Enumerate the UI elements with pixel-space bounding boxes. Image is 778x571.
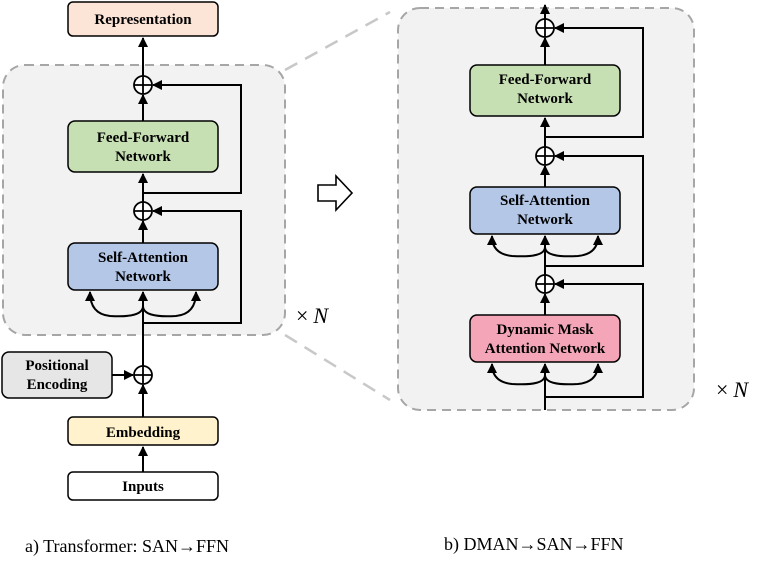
left-add-icon-input	[133, 365, 153, 385]
zoom-line-bottom	[284, 333, 391, 402]
right-san-attention-curve-left	[487, 235, 546, 258]
right-add-icon-san	[535, 146, 555, 166]
left-ffn-residual	[143, 80, 242, 194]
zoom-line-top	[284, 10, 391, 72]
left-caption: a) Transformer: SAN→FFN	[25, 536, 229, 557]
left-ffn-label-line2: Network	[115, 149, 171, 165]
left-san-label-line2: Network	[115, 269, 171, 285]
right-dman-attention-curve-left	[487, 363, 546, 386]
left-san-attention-curve-right	[142, 291, 201, 318]
left-add-icon-ffn	[133, 75, 153, 95]
right-dman-label-line2: Attention Network	[485, 341, 606, 357]
transition-arrow-icon	[317, 173, 354, 213]
left-ffn-label-line1: Feed-Forward	[97, 130, 190, 146]
inputs-label: Inputs	[122, 479, 164, 495]
embedding-label: Embedding	[106, 425, 181, 441]
right-dman-attention-curve-right	[544, 363, 603, 386]
left-san-residual	[143, 206, 242, 324]
positional-label-line1: Positional	[25, 358, 88, 374]
right-dman-label-line1: Dynamic Mask	[496, 322, 594, 338]
right-ffn-residual	[545, 23, 644, 138]
left-add-icon-san	[133, 201, 153, 221]
representation-label: Representation	[94, 12, 192, 28]
right-add-icon-dman	[535, 274, 555, 294]
left-repeat-label: ×N	[296, 303, 329, 328]
right-dman-residual	[545, 279, 644, 398]
right-ffn-label-line2: Network	[517, 91, 573, 107]
right-add-icon-ffn	[535, 18, 555, 38]
right-san-attention-curve-right	[544, 235, 603, 258]
right-san-label-line1: Self-Attention	[500, 193, 591, 209]
right-ffn-label-line1: Feed-Forward	[499, 72, 592, 88]
right-san-residual	[545, 151, 644, 267]
right-caption: b) DMAN→SAN→FFN	[444, 534, 624, 555]
left-san-label-line1: Self-Attention	[98, 250, 189, 266]
left-san-attention-curve	[85, 291, 144, 318]
representation-box	[67, 1, 219, 37]
right-san-label-line2: Network	[517, 212, 573, 228]
positional-label-line2: Encoding	[27, 377, 88, 393]
right-repeat-label: ×N	[716, 377, 749, 402]
